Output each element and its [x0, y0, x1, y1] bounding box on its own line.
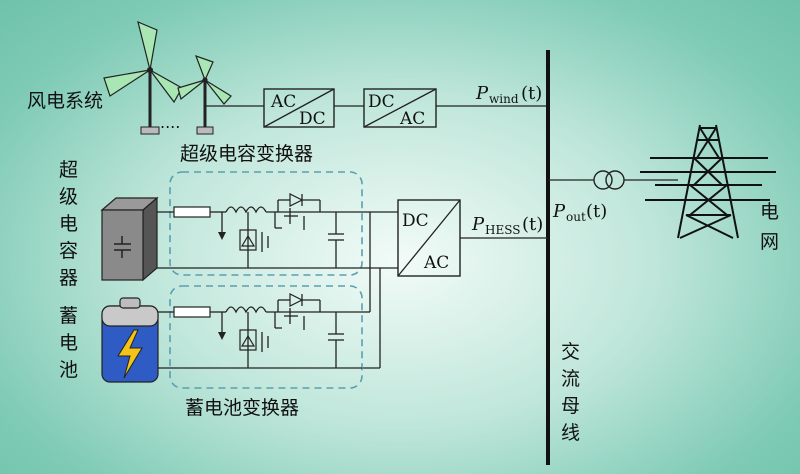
acdc-bottom: DC: [299, 109, 326, 129]
svg-text:P: P: [552, 201, 566, 222]
dcac1-bottom: AC: [399, 109, 425, 129]
battery-label: 蓄 电 池: [59, 305, 78, 381]
battery-icon: [101, 297, 159, 383]
p-wind-label: P wind (t): [475, 83, 542, 106]
svg-text:超: 超: [59, 159, 78, 181]
svg-text:网: 网: [760, 231, 779, 253]
svg-text:交: 交: [561, 341, 580, 363]
svg-text:(t): (t): [522, 214, 543, 235]
svg-text:(t): (t): [586, 201, 607, 222]
svg-text:out: out: [566, 210, 586, 224]
p-out-label: P out (t): [552, 201, 607, 224]
dcac-converter-box-wind: [363, 88, 437, 128]
svg-text:P: P: [471, 214, 485, 235]
sc-converter-circuit: [157, 193, 362, 269]
svg-text:器: 器: [59, 267, 78, 289]
svg-text:线: 线: [561, 422, 580, 444]
svg-text:电: 电: [59, 213, 78, 235]
svg-text:P: P: [475, 83, 489, 104]
p-hess-label: P HESS (t): [471, 214, 543, 237]
acdc-converter-box: [263, 88, 335, 128]
wind-system-label: 风电系统: [27, 90, 103, 112]
dcac1-top: DC: [368, 92, 395, 112]
supercapacitor-label: 超 级 电 容 器: [59, 159, 78, 289]
svg-text:HESS: HESS: [485, 223, 520, 237]
svg-text:容: 容: [59, 240, 78, 262]
svg-text:池: 池: [59, 359, 78, 381]
svg-text:电: 电: [760, 201, 779, 223]
ac-bus-label: 交 流 母 线: [561, 341, 580, 444]
transformer-coil-1: [593, 170, 613, 190]
svg-text:(t): (t): [521, 83, 542, 104]
battery-converter-circuit: [158, 293, 362, 369]
sc-converter-dashed-box: [169, 171, 363, 276]
svg-text:母: 母: [561, 395, 580, 417]
transformer-coil-2: [605, 170, 625, 190]
sc-converter-label: 超级电容变换器: [180, 143, 313, 165]
acdc-top: AC: [270, 92, 296, 112]
svg-text:流: 流: [561, 368, 580, 390]
grid-label: 电 网: [760, 201, 779, 253]
wind-turbine-large: [103, 20, 183, 135]
dcac2-bottom: AC: [423, 253, 449, 273]
svg-text:wind: wind: [489, 92, 519, 106]
svg-text:级: 级: [59, 186, 78, 208]
battery-converter-dashed-box: [169, 285, 363, 389]
battery-converter-label: 蓄电池变换器: [185, 397, 299, 419]
turbine-ellipsis: ....: [160, 113, 180, 132]
svg-text:蓄: 蓄: [59, 305, 78, 327]
supercapacitor-icon: [100, 196, 159, 282]
wind-turbine-small: [177, 55, 232, 135]
dcac2-top: DC: [402, 211, 429, 231]
transmission-tower-icon: [640, 124, 776, 239]
svg-text:电: 电: [59, 332, 78, 354]
